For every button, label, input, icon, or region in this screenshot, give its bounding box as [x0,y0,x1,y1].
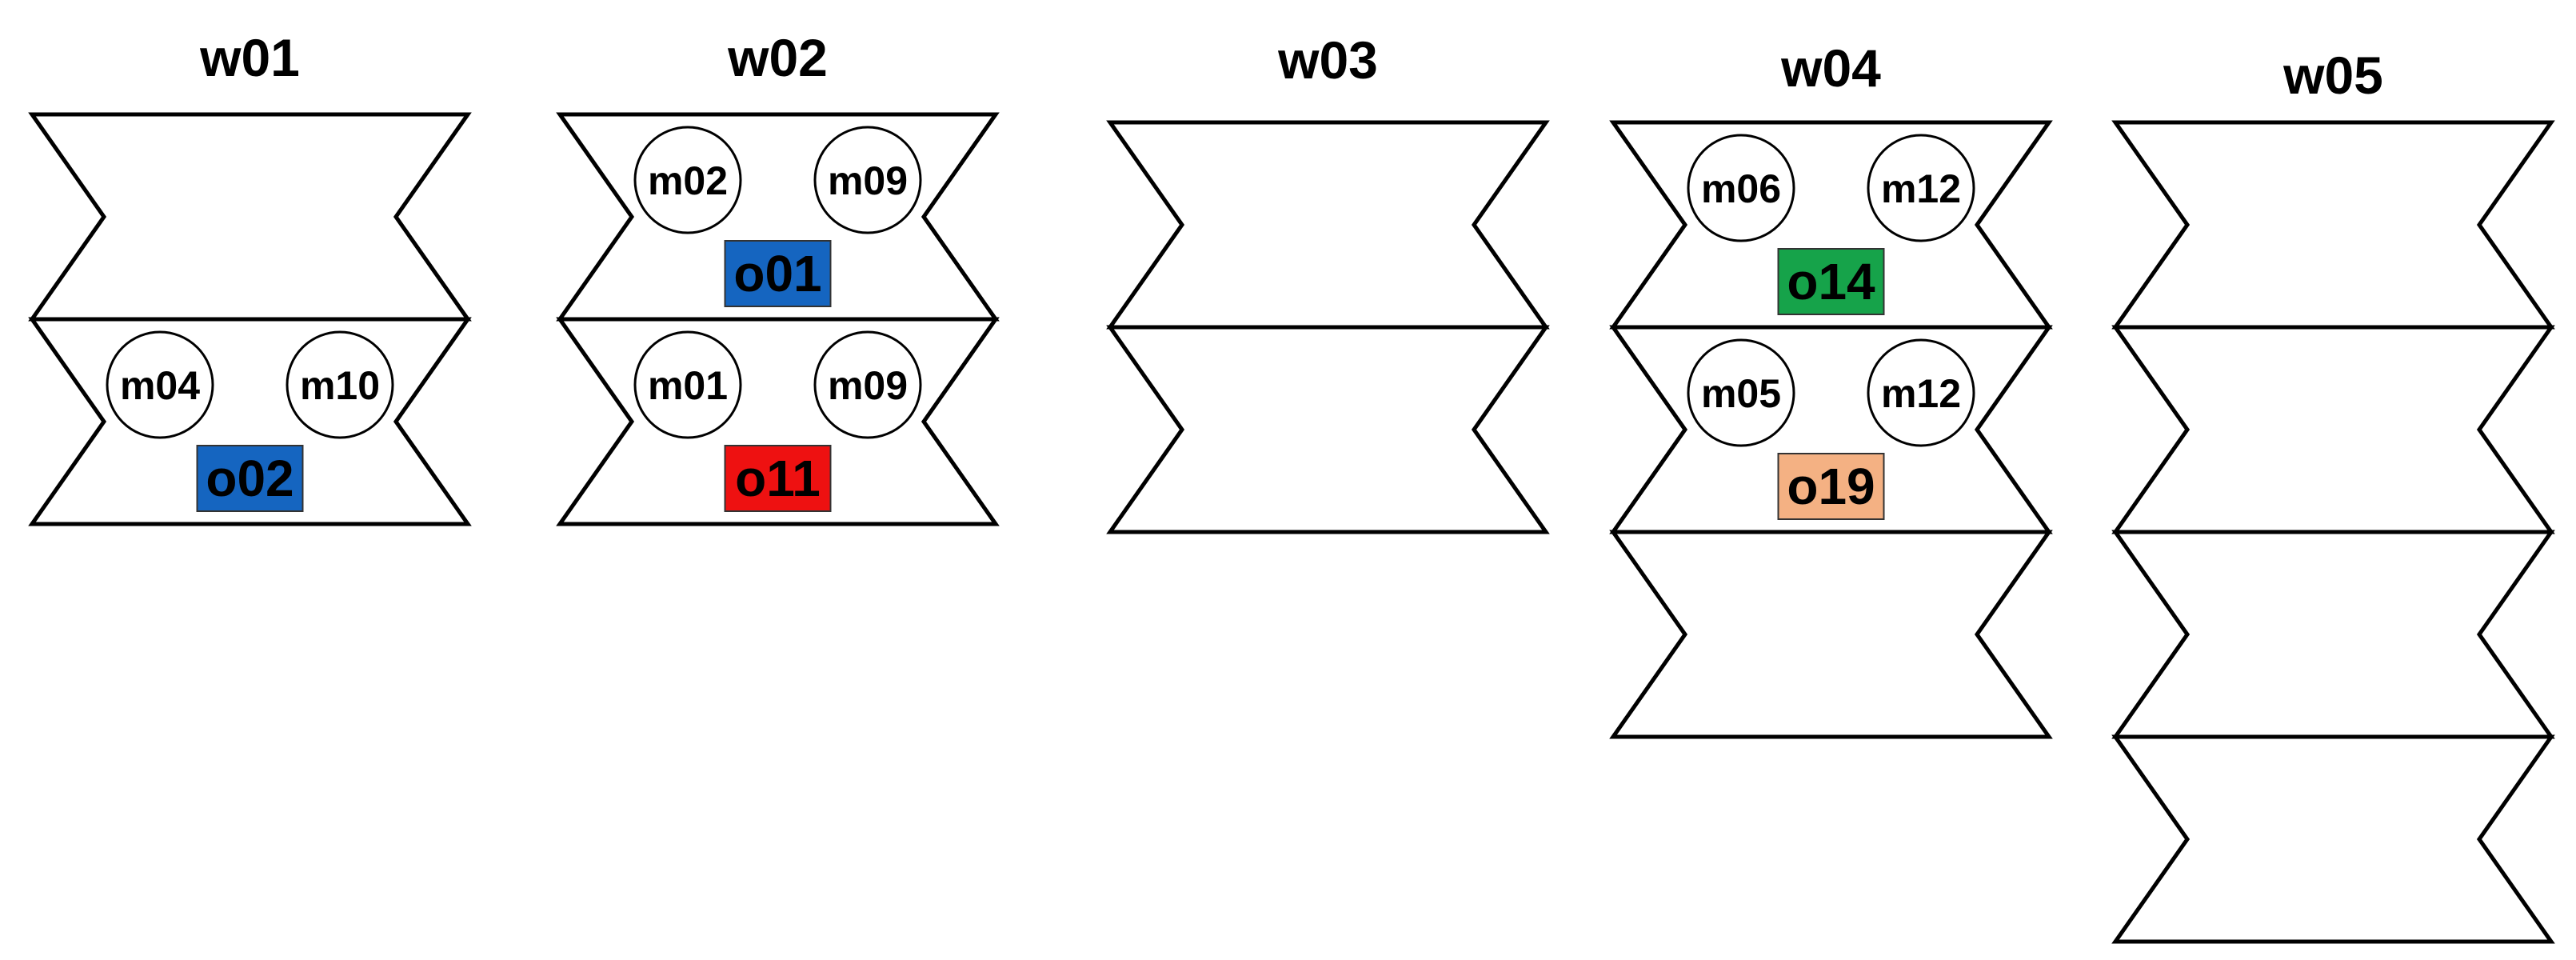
machine-circle [1687,134,1795,242]
slot [1106,325,1550,534]
slot [1106,120,1550,330]
machine-label: m04 [120,363,200,408]
operation-o11: o11 [724,445,832,512]
operation-box [1777,453,1885,520]
machine-label: m01 [648,363,728,408]
slot-shape [2111,325,2555,534]
machine-m02: m02 [633,126,742,234]
machine-circle [106,330,214,439]
workstation-title: w04 [1780,38,1881,98]
slot-shape [2111,120,2555,330]
slot-shape [2111,734,2555,944]
machine-m04: m04 [106,330,214,439]
machine-m12: m12 [1867,134,1975,242]
slot [28,112,472,322]
operation-label: o14 [1787,253,1875,310]
operation-o14: o14 [1777,248,1885,315]
operation-label: o01 [733,245,821,302]
operation-box [724,240,832,307]
operation-box [1777,248,1885,315]
machine-label: m05 [1701,371,1781,416]
slot-shape [1609,530,2053,739]
machine-label: m02 [648,158,728,203]
machine-circle [1687,338,1795,447]
machine-m06: m06 [1687,134,1795,242]
machine-label: m09 [828,158,908,203]
machine-circle [286,330,394,439]
machine-m12: m12 [1867,338,1975,447]
slot-shape [28,112,472,322]
operation-box [724,445,832,512]
machine-m01: m01 [633,330,742,439]
slot [2111,734,2555,944]
operation-label: o02 [206,450,294,507]
operation-label: o11 [735,450,821,507]
workstation-w03: w03 [1106,30,1550,534]
machine-m10: m10 [286,330,394,439]
slot [2111,530,2555,739]
operation-box [196,445,304,512]
slot-shape [1106,325,1550,534]
machine-label: m10 [300,363,380,408]
machine-label: m09 [828,363,908,408]
machine-m09: m09 [813,330,922,439]
workstation-title: w03 [1277,30,1378,90]
operation-label: o19 [1787,458,1875,515]
slot [2111,120,2555,330]
machine-circle [1867,134,1975,242]
machine-circle [813,330,922,439]
machine-circle [813,126,922,234]
operation-o02: o02 [196,445,304,512]
machine-m05: m05 [1687,338,1795,447]
machine-circle [1867,338,1975,447]
machine-circle [633,330,742,439]
slot-shape [2111,530,2555,739]
slot [1609,530,2053,739]
workstation-title: w02 [727,28,828,87]
slot [2111,325,2555,534]
machine-label: m06 [1701,166,1781,211]
operation-o19: o19 [1777,453,1885,520]
workstation-title: w05 [2282,46,2383,105]
machine-m09: m09 [813,126,922,234]
workstation-title: w01 [199,28,300,87]
machine-label: m12 [1881,371,1961,416]
slot-shape [1106,120,1550,330]
workstation-w05: w05 [2111,46,2555,944]
machine-circle [633,126,742,234]
machine-label: m12 [1881,166,1961,211]
operation-o01: o01 [724,240,832,307]
